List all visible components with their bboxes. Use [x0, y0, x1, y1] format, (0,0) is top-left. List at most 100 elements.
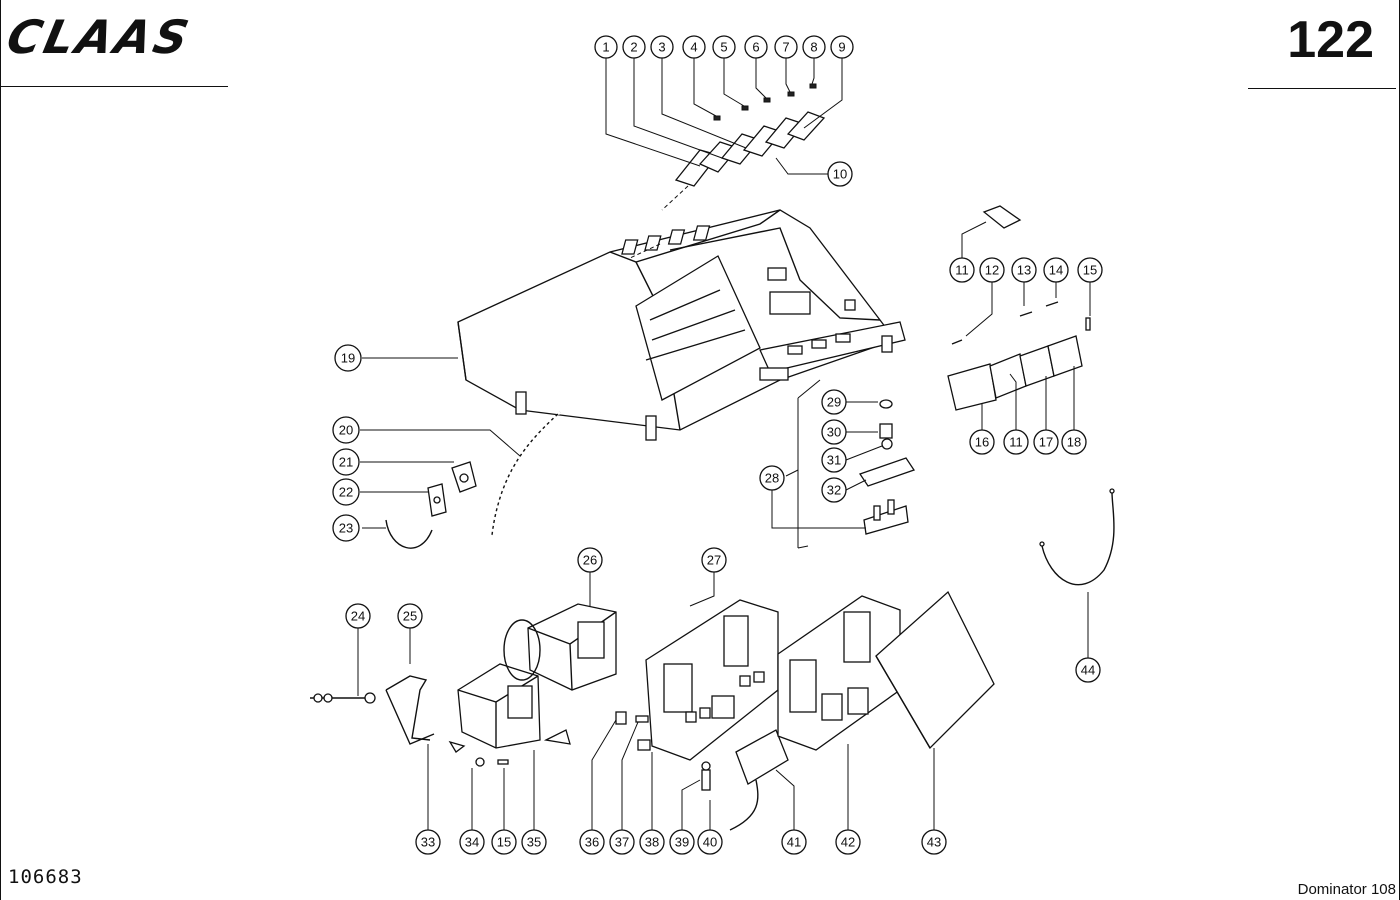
svg-text:7: 7: [782, 40, 789, 55]
callout-35: 35: [521, 829, 547, 855]
svg-text:11: 11: [1009, 435, 1023, 450]
rocker-switch-group-right: [947, 205, 1091, 411]
callout-leader-lines: [357, 58, 1091, 830]
callout-32: 32: [821, 477, 847, 503]
callout-13: 13: [1011, 257, 1037, 283]
svg-text:18: 18: [1067, 435, 1081, 450]
callout-17: 17: [1033, 429, 1059, 455]
svg-text:29: 29: [827, 395, 841, 410]
callout-27: 27: [701, 547, 727, 573]
svg-text:8: 8: [810, 40, 817, 55]
callout-42: 42: [835, 829, 861, 855]
callout-25: 25: [397, 603, 423, 629]
dashboard-console-housing: [457, 185, 906, 441]
svg-text:28: 28: [765, 471, 779, 486]
svg-text:34: 34: [465, 835, 479, 850]
svg-text:22: 22: [339, 485, 353, 500]
svg-text:1: 1: [602, 40, 609, 55]
svg-text:33: 33: [421, 835, 435, 850]
svg-text:3: 3: [658, 40, 665, 55]
callout-29: 29: [821, 389, 847, 415]
callout-31: 31: [821, 447, 847, 473]
callout-20: 20: [332, 416, 360, 444]
callout-5: 5: [712, 35, 736, 59]
callout-43: 43: [921, 829, 947, 855]
cable-sheath: [490, 410, 562, 536]
callout-39: 39: [669, 829, 695, 855]
rocker-switch-group-top: [674, 83, 826, 187]
svg-text:31: 31: [827, 453, 841, 468]
svg-text:17: 17: [1039, 435, 1053, 450]
callout-24: 24: [345, 603, 371, 629]
callout-12: 12: [979, 257, 1005, 283]
callout-38: 38: [639, 829, 665, 855]
svg-text:26: 26: [583, 553, 597, 568]
svg-text:20: 20: [339, 423, 353, 438]
callout-14: 14: [1043, 257, 1069, 283]
svg-text:10: 10: [833, 167, 847, 182]
model-name: Dominator 108: [1297, 881, 1396, 898]
callout-15-top: 15: [1077, 257, 1103, 283]
callout-34: 34: [459, 829, 485, 855]
svg-text:30: 30: [827, 425, 841, 440]
drawing-number: 106683: [8, 866, 83, 888]
frame-left-border: [0, 0, 1, 900]
svg-text:27: 27: [707, 553, 721, 568]
svg-text:19: 19: [341, 351, 355, 366]
callout-23: 23: [332, 514, 360, 542]
callout-37: 37: [609, 829, 635, 855]
svg-text:15: 15: [497, 835, 511, 850]
svg-text:36: 36: [585, 835, 599, 850]
svg-text:35: 35: [527, 835, 541, 850]
svg-text:6: 6: [752, 40, 759, 55]
svg-text:13: 13: [1017, 263, 1031, 278]
svg-text:4: 4: [690, 40, 697, 55]
callout-41: 41: [781, 829, 807, 855]
callout-9: 9: [830, 35, 854, 59]
header-rule-left: [0, 86, 228, 87]
svg-text:11: 11: [955, 263, 969, 278]
callout-11-top: 11: [949, 257, 975, 283]
callout-4: 4: [682, 35, 706, 59]
callout-40: 40: [697, 829, 723, 855]
callout-30: 30: [821, 419, 847, 445]
callout-28: 28: [759, 465, 785, 491]
callout-7: 7: [774, 35, 798, 59]
svg-text:9: 9: [838, 40, 845, 55]
svg-text:42: 42: [841, 835, 855, 850]
callout-36: 36: [579, 829, 605, 855]
callout-16: 16: [969, 429, 995, 455]
svg-text:21: 21: [339, 455, 353, 470]
svg-text:12: 12: [985, 263, 999, 278]
svg-text:43: 43: [927, 835, 941, 850]
callout-44: 44: [1075, 657, 1101, 683]
svg-text:24: 24: [351, 609, 365, 624]
callout-2: 2: [622, 35, 646, 59]
callout-1: 1: [594, 35, 618, 59]
svg-text:5: 5: [720, 40, 727, 55]
callout-6: 6: [744, 35, 768, 59]
callout-26: 26: [577, 547, 603, 573]
callout-21: 21: [332, 448, 360, 476]
callout-10: 10: [827, 161, 853, 187]
svg-text:14: 14: [1049, 263, 1063, 278]
relay-base-parts: [797, 379, 916, 549]
page-number: 122: [1287, 11, 1374, 69]
svg-text:38: 38: [645, 835, 659, 850]
callout-33: 33: [415, 829, 441, 855]
sensor-cable: [1039, 488, 1115, 586]
instrument-panel-assembly: [310, 590, 995, 831]
callout-22: 22: [332, 478, 360, 506]
svg-text:32: 32: [827, 483, 841, 498]
svg-text:25: 25: [403, 609, 417, 624]
callout-19: 19: [334, 344, 362, 372]
svg-text:23: 23: [339, 521, 353, 536]
callout-3: 3: [650, 35, 674, 59]
cable-clip-parts: [385, 461, 477, 549]
header-rule-right: [1248, 88, 1396, 89]
svg-text:39: 39: [675, 835, 689, 850]
callout-18: 18: [1061, 429, 1087, 455]
svg-text:44: 44: [1081, 663, 1095, 678]
svg-text:40: 40: [703, 835, 717, 850]
